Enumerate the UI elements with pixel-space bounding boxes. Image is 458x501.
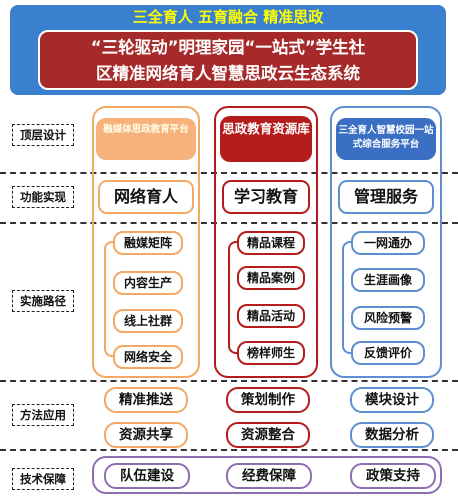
column-network-education [92,106,200,378]
row-label-implementation: 实施路径 [12,290,74,312]
method-precise-push: 精准推送 [104,387,188,413]
item-role-models: 榜样师生 [237,341,305,365]
tech-funding-guarantee: 经费保障 [226,463,312,489]
bracket [228,241,238,354]
separator [0,172,458,174]
item-quality-activities: 精品活动 [237,304,305,328]
separator [0,449,458,451]
column-resource-library [214,106,318,378]
tech-team-building: 队伍建设 [104,463,190,489]
item-quality-courses: 精品课程 [237,231,305,255]
function-management-service: 管理服务 [338,180,434,214]
column-header-resource-library: 思政教育资源库 [220,116,312,162]
method-resource-integration: 资源整合 [226,422,310,448]
column-header-smart-campus: 三全育人智慧校园一站式综合服务平台 [336,118,436,160]
banner-subtitle-line-2: 区精准网络育人智慧思政云生态系统 [96,64,360,83]
banner-title: 三全育人 五育融合 精准思政 [132,8,324,26]
function-network-education: 网络育人 [98,180,194,214]
method-module-design: 模块设计 [350,387,434,413]
banner-subtitle: “三轮驱动”明理家园“一站式”学生社 区精准网络育人智慧思政云生态系统 [38,30,418,90]
bracket [342,241,352,354]
row-label-top-design: 顶层设计 [12,124,74,146]
bracket [104,241,114,357]
item-career-profile: 生涯画像 [351,268,425,292]
banner-subtitle-line-1: “三轮驱动”明理家园“一站式”学生社 [90,38,366,57]
item-one-stop-service: 一网通办 [351,231,425,255]
row-label-function: 功能实现 [12,186,74,208]
column-header-media-platform: 融媒体思政教育平台 [96,118,196,160]
item-risk-warning: 风险预警 [351,306,425,330]
item-media-matrix: 融媒矩阵 [113,231,183,255]
method-resource-sharing: 资源共享 [104,422,188,448]
item-content-production: 内容生产 [113,271,183,295]
item-feedback-evaluation: 反馈评价 [351,341,425,365]
method-data-analysis: 数据分析 [350,422,434,448]
item-online-community: 线上社群 [113,309,183,333]
function-learning-education: 学习教育 [222,180,310,214]
tech-policy-support: 政策支持 [350,463,436,489]
row-label-method: 方法应用 [12,404,74,426]
column-smart-campus [330,106,442,378]
item-network-security: 网络安全 [113,345,183,369]
method-planning-production: 策划制作 [226,387,310,413]
separator [0,222,458,224]
separator [0,380,458,382]
item-quality-cases: 精品案例 [237,266,305,290]
row-label-tech: 技术保障 [12,468,74,490]
